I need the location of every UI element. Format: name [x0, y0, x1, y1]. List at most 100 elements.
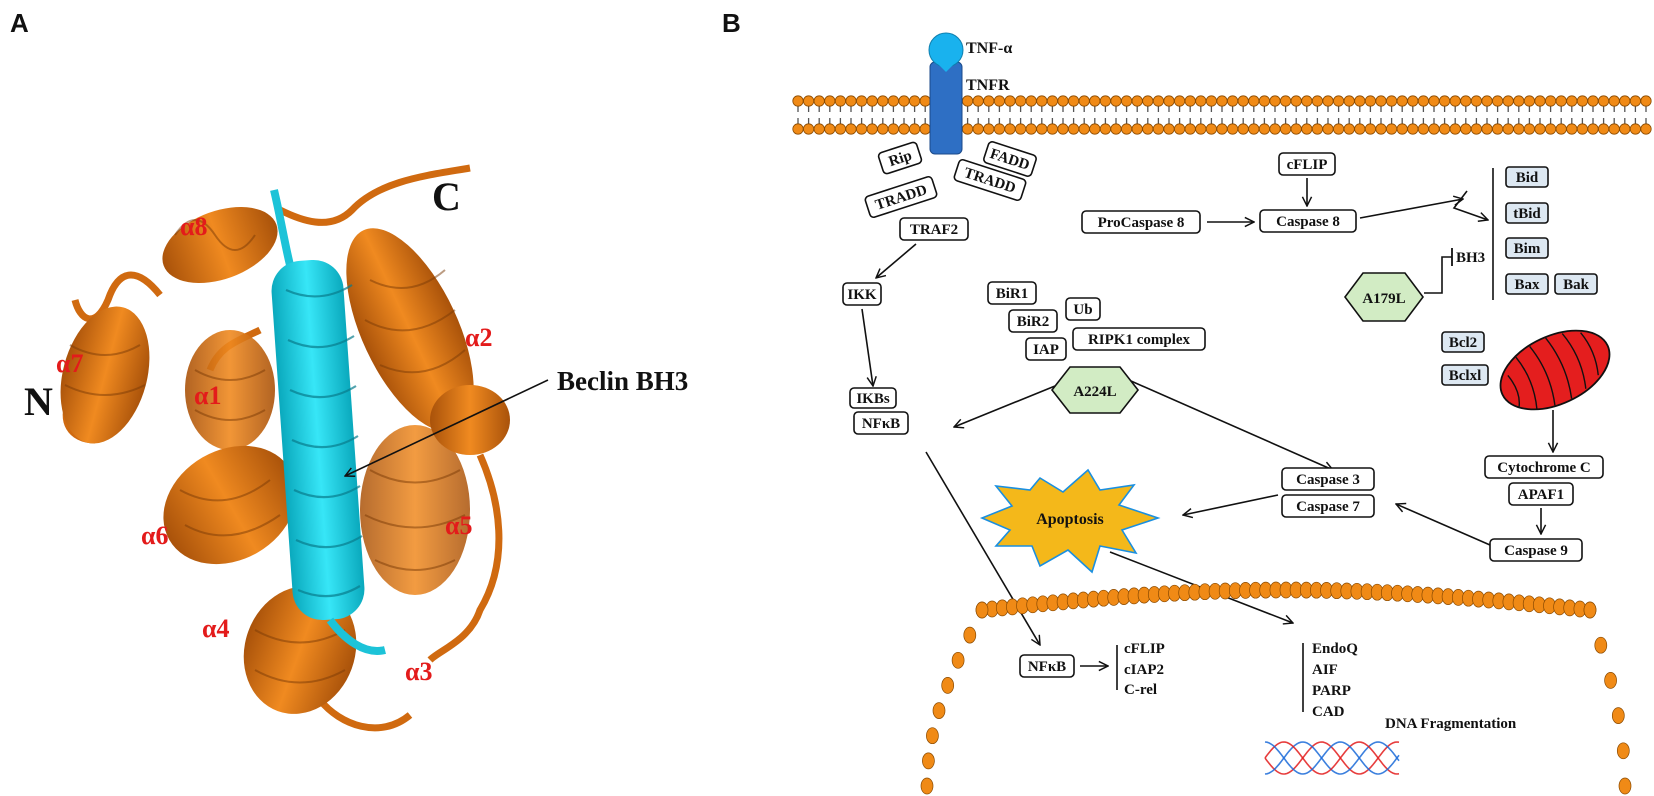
helix-label-a7: α7 — [56, 349, 84, 378]
a179l-inhibit-line — [1424, 256, 1452, 294]
apoptosis-burst: Apoptosis — [979, 468, 1161, 574]
caspase8-to-bid-arrow — [1359, 199, 1463, 219]
ikbs-box: IKBs — [849, 387, 897, 409]
bclxl-label: Bclxl — [1449, 368, 1482, 384]
panel-letter-a: A — [10, 8, 29, 38]
bak-label: Bak — [1563, 277, 1590, 293]
tbid-box: tBid — [1505, 202, 1549, 224]
mitochondrion — [1499, 329, 1611, 411]
bir1-label: BiR1 — [996, 286, 1029, 302]
ikbs-label: IKBs — [856, 391, 890, 407]
n-terminus-label: N — [24, 379, 53, 424]
cytochrome-c-box: Cytochrome C — [1484, 455, 1604, 479]
caspase8-box: Caspase 8 — [1259, 209, 1357, 233]
fadd-box: FADD — [983, 141, 1037, 177]
caspase3-box: Caspase 3 — [1281, 467, 1375, 491]
cytochrome-c-label: Cytochrome C — [1497, 460, 1590, 476]
ikk-to-ikbs-arrow — [861, 308, 873, 386]
ikk-label: IKK — [847, 287, 877, 303]
caspase9-box: Caspase 9 — [1489, 538, 1583, 562]
bir2-box: BiR2 — [1008, 309, 1058, 333]
procaspase8-label: ProCaspase 8 — [1098, 215, 1185, 231]
beclin-bh3-helix — [270, 189, 386, 655]
target-cflip: cFLIP — [1124, 641, 1165, 657]
traf2-label: TRAF2 — [910, 222, 958, 238]
helix-label-a5: α5 — [445, 511, 473, 540]
target-crel: C-rel — [1124, 682, 1157, 698]
effector-aif: AIF — [1312, 662, 1338, 678]
apaf1-box: APAF1 — [1508, 482, 1574, 506]
helix-label-a4: α4 — [202, 614, 230, 643]
nucleus-envelope — [920, 581, 1632, 795]
bim-box: Bim — [1505, 237, 1549, 259]
beclin-bh3-label: Beclin BH3 — [557, 366, 688, 396]
ikk-box: IKK — [842, 282, 882, 306]
cflip-label: cFLIP — [1287, 157, 1328, 173]
c-terminus-label: C — [432, 174, 461, 219]
helix-label-a6: α6 — [141, 521, 169, 550]
effector-endoq: EndoQ — [1312, 641, 1358, 657]
cflip-box: cFLIP — [1278, 152, 1336, 176]
cell-membrane — [792, 95, 1652, 135]
helix-label-a2: α2 — [465, 323, 493, 352]
tradd-box-left: TRADD — [864, 175, 938, 219]
caspase7-box: Caspase 7 — [1281, 494, 1375, 518]
ripk1-complex-label: RIPK1 complex — [1088, 332, 1191, 348]
iap-box: IAP — [1025, 337, 1067, 361]
a224l-to-caspase3-arrow — [1130, 380, 1333, 470]
bax-label: Bax — [1514, 277, 1540, 293]
effector-cad: CAD — [1312, 704, 1345, 720]
apoptosis-label: Apoptosis — [1036, 511, 1104, 528]
a224l-to-nfkb-arrow — [954, 385, 1056, 427]
bir2-label: BiR2 — [1017, 314, 1050, 330]
a179l-hexagon: A179L — [1344, 272, 1424, 322]
a224l-label: A224L — [1073, 384, 1116, 400]
protein-structure — [60, 164, 510, 732]
caspase9-to-caspase7-arrow — [1396, 504, 1491, 546]
procaspase8-box: ProCaspase 8 — [1081, 210, 1201, 234]
dna-helix-icon — [1264, 741, 1400, 775]
helix-label-a3: α3 — [405, 657, 433, 686]
effector-parp: PARP — [1312, 683, 1351, 699]
tnf-receptor — [928, 32, 964, 155]
nfkb-box: NFκB — [853, 411, 909, 435]
caspases-to-apoptosis-arrow — [1183, 494, 1279, 515]
bclxl-box: Bclxl — [1441, 364, 1489, 386]
bid-label: Bid — [1516, 170, 1539, 186]
tnfr-label: TNFR — [966, 77, 1010, 94]
caspase7-label: Caspase 7 — [1296, 499, 1360, 515]
ub-box: Ub — [1065, 297, 1101, 321]
ripk1-complex-box: RIPK1 complex — [1072, 327, 1206, 351]
bid-to-tbid-arrow — [1452, 190, 1488, 220]
a179l-label: A179L — [1362, 291, 1405, 307]
traf2-to-ikk-arrow — [876, 243, 917, 278]
caspase3-label: Caspase 3 — [1296, 472, 1360, 488]
tnf-alpha-label: TNF-α — [966, 40, 1012, 57]
traf2-box: TRAF2 — [899, 217, 969, 241]
apaf1-label: APAF1 — [1518, 487, 1564, 503]
iap-label: IAP — [1033, 342, 1059, 358]
helix-label-a1: α1 — [194, 381, 222, 410]
bh3-label: BH3 — [1456, 250, 1485, 266]
nfkb-label: NFκB — [862, 416, 900, 432]
bcl2-box: Bcl2 — [1441, 331, 1485, 353]
bcl2-label: Bcl2 — [1449, 335, 1477, 351]
rip-box: Rip — [877, 141, 923, 175]
nuclear-nfkb-box: NFκB — [1019, 654, 1075, 678]
bh3-pointer-arrow — [345, 379, 549, 476]
caspase8-label: Caspase 8 — [1276, 214, 1340, 230]
nuclear-nfkb-label: NFκB — [1028, 659, 1066, 675]
panel-letter-b: B — [722, 8, 741, 38]
bax-box: Bax — [1505, 273, 1549, 295]
bid-box: Bid — [1505, 166, 1549, 188]
bak-box: Bak — [1554, 273, 1598, 295]
bir1-box: BiR1 — [987, 281, 1037, 305]
target-ciap2: cIAP2 — [1124, 662, 1164, 678]
tbid-label: tBid — [1513, 206, 1541, 222]
dna-fragmentation-label: DNA Fragmentation — [1385, 716, 1517, 732]
ub-label: Ub — [1073, 302, 1092, 318]
rip-label: Rip — [887, 148, 914, 170]
a224l-hexagon: A224L — [1050, 366, 1140, 414]
bim-label: Bim — [1514, 241, 1541, 257]
